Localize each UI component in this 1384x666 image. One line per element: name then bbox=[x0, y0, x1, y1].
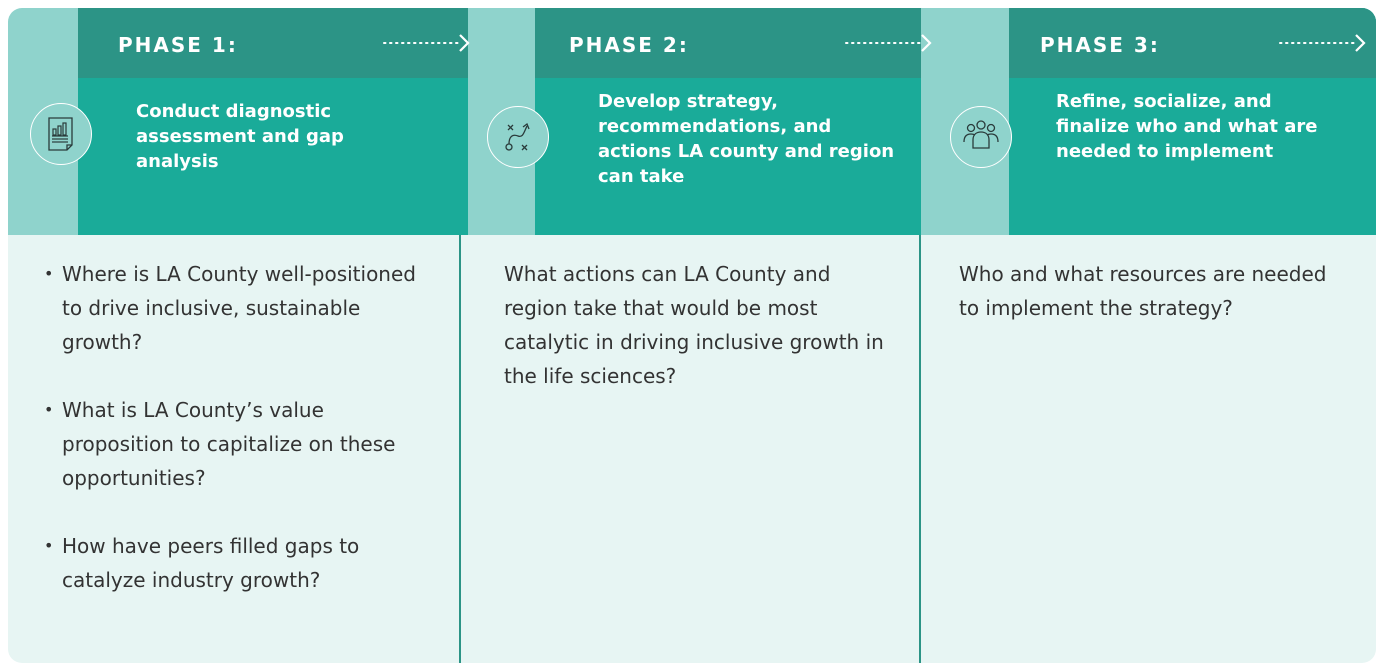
phase-1-questions: Where is LA County well-positioned to dr… bbox=[40, 257, 430, 631]
phase-3-body bbox=[921, 235, 1376, 663]
dotted-arrow-icon bbox=[845, 34, 932, 52]
phase-2-icon-circle bbox=[487, 106, 549, 168]
strategy-path-icon bbox=[505, 122, 530, 151]
phase-1-icon-circle bbox=[30, 103, 92, 165]
phase-3-description: Refine, socialize, and finalize who and … bbox=[1056, 91, 1318, 162]
question-item: Where is LA County well-positioned to dr… bbox=[40, 257, 430, 359]
phase-diagram: PHASE 1: Conduct diagnostic assessment a… bbox=[8, 8, 1376, 663]
phase-3-question: Who and what resources are needed to imp… bbox=[959, 262, 1327, 320]
question-item: What is LA County’s value proposition to… bbox=[40, 393, 430, 495]
phase-3-icon-circle bbox=[950, 106, 1012, 168]
column-divider bbox=[459, 235, 461, 663]
question-item: How have peers filled gaps to catalyze i… bbox=[40, 529, 430, 597]
phase-1-description: Conduct diagnostic assessment and gap an… bbox=[136, 101, 344, 172]
phase-2-tab bbox=[535, 8, 921, 78]
dotted-arrow-icon bbox=[1279, 34, 1366, 52]
dotted-arrow-icon bbox=[383, 34, 470, 52]
bar-chart-document-icon bbox=[48, 117, 73, 151]
column-divider bbox=[919, 235, 921, 663]
phase-2-description: Develop strategy, recommendations, and a… bbox=[598, 91, 895, 187]
people-group-icon bbox=[963, 120, 999, 149]
phase-1-title: PHASE 1: bbox=[118, 33, 238, 57]
phase-2-body bbox=[461, 235, 919, 663]
phase-2-title: PHASE 2: bbox=[569, 33, 689, 57]
phase-3-title: PHASE 3: bbox=[1040, 33, 1160, 57]
phase-3-tab bbox=[1009, 8, 1376, 78]
phase-2-question: What actions can LA County and region ta… bbox=[504, 262, 884, 388]
